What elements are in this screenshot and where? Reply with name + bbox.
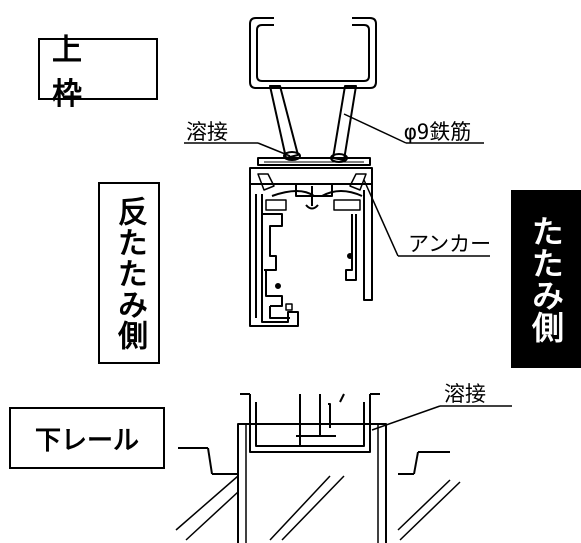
anchor-label: アンカー	[408, 232, 492, 256]
top-frame-label: 上 枠	[38, 33, 158, 112]
opposite-side-label: 反たたみ側	[98, 182, 160, 364]
weld-bottom-label: 溶接	[444, 382, 486, 406]
leader-anchor-diag	[363, 179, 399, 257]
base-plate	[257, 157, 371, 166]
bottom-rail-label: 下レール	[9, 407, 165, 469]
weld-top-label: 溶接	[186, 120, 228, 144]
leader-weld-top-diag	[257, 142, 291, 157]
rebar-legs	[269, 85, 357, 163]
frame-body	[249, 184, 373, 327]
folding-side-tab: たたみ側	[511, 190, 581, 368]
leader-lines	[184, 113, 512, 431]
rebar-label: φ9鉄筋	[404, 120, 472, 144]
leader-rebar-diag	[343, 113, 407, 144]
leader-weld-bottom-diag	[371, 405, 441, 431]
top-frame-channel	[249, 17, 377, 89]
upper-frame-profile	[249, 167, 373, 211]
bottom-rail	[175, 393, 461, 543]
